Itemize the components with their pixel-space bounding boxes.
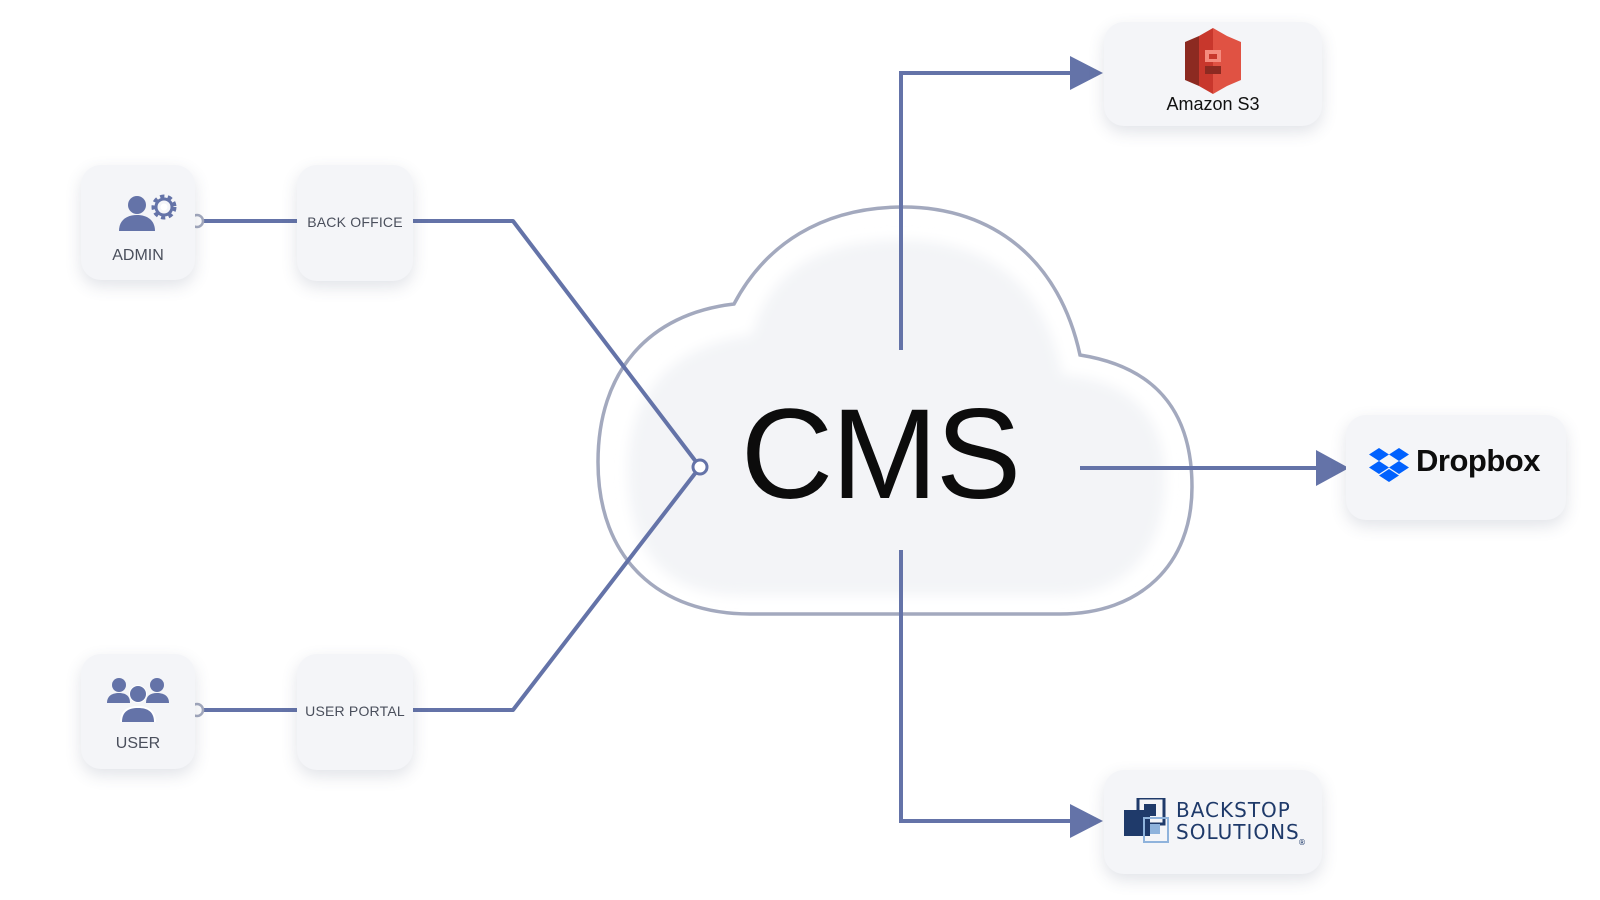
backstop-solutions-card[interactable]: BACKSTOP SOLUTIONS ®: [1104, 770, 1322, 874]
user-connector: [189, 465, 702, 718]
cloud-inner-fill: [628, 240, 1165, 595]
admin-label: ADMIN: [112, 247, 164, 264]
cms-junction-node: [691, 458, 709, 476]
s3-arrowhead: [1070, 56, 1103, 90]
cms-cloud: [596, 205, 1194, 616]
user-card[interactable]: USER: [81, 654, 195, 769]
dropbox-connector: [1080, 450, 1349, 486]
dropbox-icon: [1368, 448, 1410, 486]
user-portal-card[interactable]: USER PORTAL: [297, 654, 413, 770]
user-portal-label: USER PORTAL: [305, 703, 405, 719]
users-group-icon: [107, 676, 169, 722]
backstop-line1: BACKSTOP: [1176, 798, 1291, 822]
admin-card[interactable]: ADMIN: [81, 165, 195, 280]
dropbox-card[interactable]: Dropbox: [1346, 415, 1566, 520]
backstop-logo-icon: [1124, 796, 1170, 844]
dropbox-label: Dropbox: [1416, 443, 1540, 478]
cloud-outline: [596, 205, 1194, 616]
backstop-registered-mark: ®: [1298, 838, 1306, 847]
back-office-card[interactable]: BACK OFFICE: [297, 165, 413, 281]
back-office-label: BACK OFFICE: [307, 214, 403, 230]
dropbox-arrowhead: [1316, 450, 1349, 486]
backstop-connector: [899, 550, 1103, 838]
admin-gear-icon: [117, 193, 179, 233]
amazon-s3-card[interactable]: Amazon S3: [1104, 22, 1322, 126]
admin-connector: [189, 213, 702, 469]
user-label: USER: [115, 735, 161, 752]
backstop-line2: SOLUTIONS: [1176, 820, 1300, 844]
amazon-s3-icon: [1183, 28, 1243, 94]
s3-connector: [899, 56, 1103, 350]
amazon-s3-label: Amazon S3: [1166, 94, 1260, 114]
cms-title: CMS: [740, 383, 1021, 526]
backstop-arrowhead: [1070, 804, 1103, 838]
